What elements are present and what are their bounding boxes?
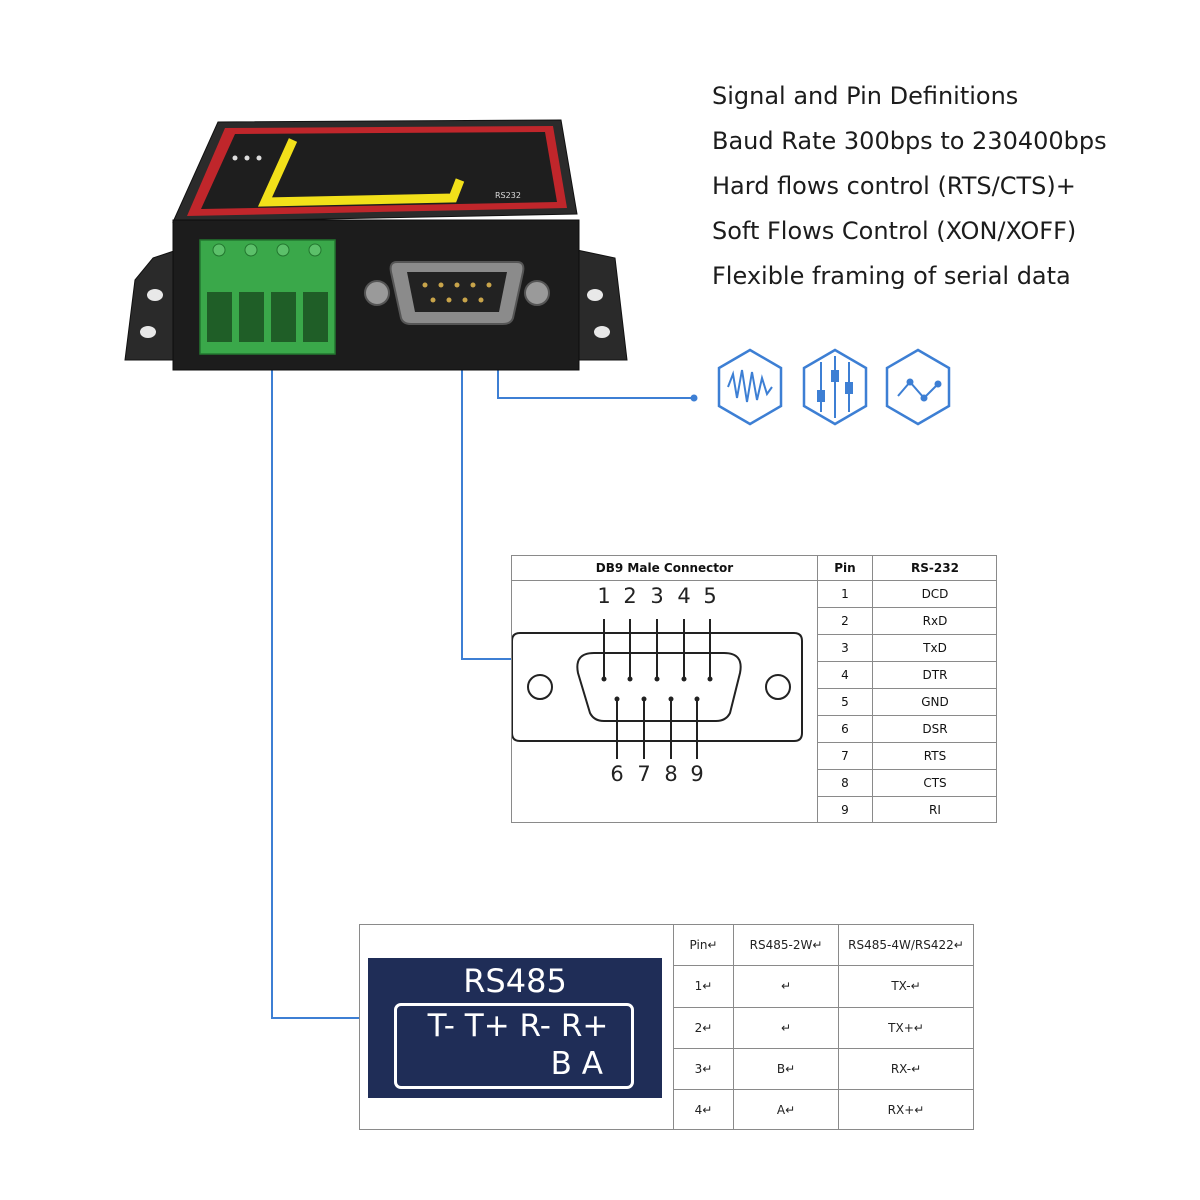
rs485-panel-title: RS485: [463, 962, 567, 1000]
terminal-slot: [239, 292, 264, 342]
db9-pin-label: 4: [677, 584, 691, 608]
rs485-pin-table: RS485 T- T+ R- R+ B A Pin↵ RS485-2W↵ RS4…: [359, 924, 974, 1130]
db9-pin-label: 2: [623, 584, 637, 608]
rs485-row-pin: 1↵: [694, 979, 713, 993]
feature-list: Signal and Pin Definitions Baud Rate 300…: [712, 74, 1107, 299]
db9-pin: [438, 282, 444, 288]
db9-standoff: [364, 280, 390, 306]
db9-row-signal: RTS: [923, 749, 947, 763]
circuit-icon: [802, 348, 868, 426]
db9-pin: [486, 282, 492, 288]
rs485-row-pin: 2↵: [694, 1021, 713, 1035]
rs485-ba-labels: B A: [550, 1046, 603, 1082]
db9-row-pin: 2: [841, 614, 849, 628]
db9-pin: [478, 297, 484, 303]
db9-pin-header: Pin: [834, 561, 856, 575]
db9-row-pin: 4: [841, 668, 849, 682]
db9-pin: [422, 282, 428, 288]
db9-row-signal: RI: [929, 803, 941, 817]
link-endpoint-dot: [690, 394, 698, 402]
rs485-header-2w: RS485-2W↵: [749, 938, 823, 952]
rs485-row-4w: TX+↵: [888, 1021, 924, 1035]
db9-link-line: [461, 325, 514, 660]
rs485-row-2w: ↵: [780, 1021, 792, 1035]
rs485-row-4w: TX-↵: [891, 979, 921, 993]
feature-line: Baud Rate 300bps to 230400bps: [712, 127, 1107, 155]
rs485-link-line: [271, 350, 362, 1019]
terminal-screw: [276, 243, 290, 257]
db9-row-pin: 1: [841, 587, 849, 601]
db9-row-signal: TxD: [923, 641, 947, 655]
db9-row-signal: RxD: [922, 614, 948, 628]
db9-row-pin: 5: [841, 695, 849, 709]
db9-row-pin: 3: [841, 641, 849, 655]
converter-device: RS232: [124, 119, 628, 371]
db9-row-pin: 9: [841, 803, 849, 817]
rs485-header-pin: Pin↵: [689, 938, 718, 952]
flange-hole: [587, 289, 603, 301]
db9-row-signal: DTR: [922, 668, 948, 682]
rs485-row-pin: 3↵: [694, 1062, 713, 1076]
feature-line: Signal and Pin Definitions: [712, 82, 1019, 110]
db9-pin: [446, 297, 452, 303]
terminal-screw: [212, 243, 226, 257]
db9-pin-label: 5: [703, 584, 717, 608]
db9-standoff: [524, 280, 550, 306]
rs485-terminal-panel: RS485 T- T+ R- R+ B A: [368, 958, 662, 1098]
db9-pin-label: 7: [637, 762, 651, 786]
flange-hole: [140, 326, 156, 338]
db9-pin: [454, 282, 460, 288]
led-indicator: [244, 155, 250, 161]
rs232-top-label: RS232: [495, 191, 521, 200]
db9-pin-label: 8: [664, 762, 678, 786]
terminal-slot: [271, 292, 296, 342]
db9-row-pin: 7: [841, 749, 849, 763]
rs485-row-2w: B↵: [776, 1062, 796, 1076]
rs485-row-4w: RX+↵: [887, 1103, 925, 1117]
db9-signal-header: RS-232: [911, 561, 959, 575]
db9-row-pin: 6: [841, 722, 849, 736]
terminal-screw: [308, 243, 322, 257]
db9-pin-label: 1: [597, 584, 611, 608]
led-indicator: [232, 155, 238, 161]
yellow-flow-line: [257, 138, 465, 207]
left-mount-flange: [124, 249, 178, 361]
db9-pin-table: DB9 Male Connector Pin RS-232 1 DCD 2 Rx…: [511, 555, 997, 823]
rs485-row-2w: ↵: [780, 979, 792, 993]
waveform-icon: [717, 348, 783, 426]
right-mount-flange: [576, 249, 628, 361]
db9-inner: [407, 272, 507, 312]
db9-row-pin: 8: [841, 776, 849, 790]
rs485-row-pin: 4↵: [694, 1103, 713, 1117]
rs485-header-4w: RS485-4W/RS422↵: [848, 938, 964, 952]
db9-pin: [462, 297, 468, 303]
feature-line: Hard flows control (RTS/CTS)+: [712, 172, 1076, 200]
flange-hole: [594, 326, 610, 338]
db9-row-signal: GND: [921, 695, 949, 709]
rs485-terminal-labels: T- T+ R- R+: [427, 1008, 609, 1044]
terminal-screw: [244, 243, 258, 257]
feature-line: Soft Flows Control (XON/XOFF): [712, 217, 1077, 245]
db9-pin-label: 6: [610, 762, 624, 786]
feature-line: Flexible framing of serial data: [712, 262, 1071, 290]
db9-pin-label: 3: [650, 584, 664, 608]
db9-connector-drawing: [512, 619, 803, 759]
flange-hole: [147, 289, 163, 301]
db9-row-signal: DCD: [921, 587, 949, 601]
db9-pin: [430, 297, 436, 303]
db9-pin-label: 9: [690, 762, 704, 786]
terminal-slot: [303, 292, 328, 342]
db9-row-signal: CTS: [923, 776, 947, 790]
terminal-slot: [207, 292, 232, 342]
db9-row-signal: DSR: [922, 722, 948, 736]
led-indicator: [256, 155, 262, 161]
line-graph-icon: [885, 348, 951, 426]
rs485-row-4w: RX-↵: [890, 1062, 922, 1076]
rs485-terminal-frame: T- T+ R- R+ B A: [394, 1003, 634, 1089]
db9-title: DB9 Male Connector: [595, 561, 734, 575]
rs485-row-2w: A↵: [776, 1103, 796, 1117]
db9-pin: [470, 282, 476, 288]
